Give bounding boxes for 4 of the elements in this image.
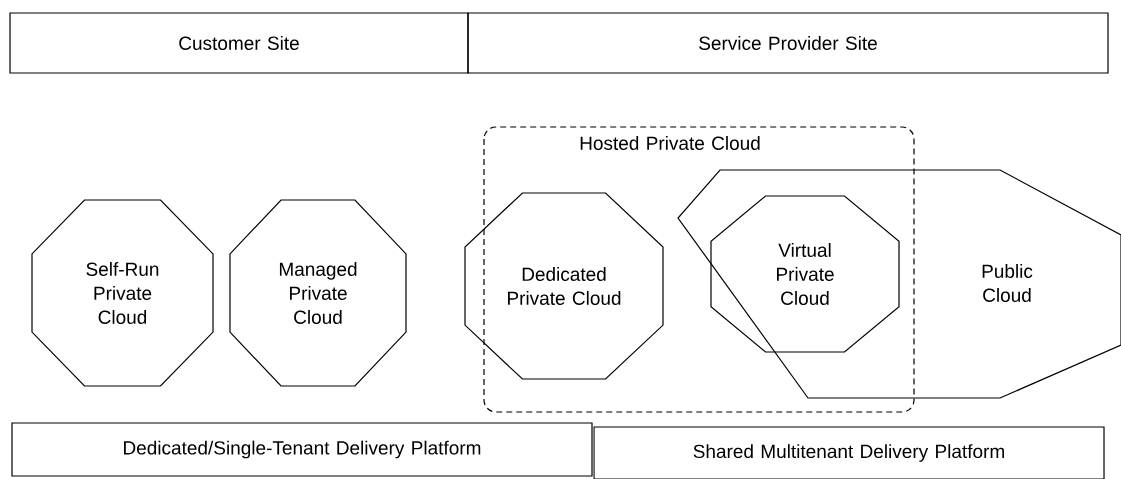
label-box: Dedicated/Single-Tenant Delivery Platform — [11, 422, 593, 477]
label-box: Customer Site — [9, 12, 469, 74]
label-box: Shared Multitenant Delivery Platform — [593, 426, 1105, 479]
label-box: Service Provider Site — [467, 12, 1109, 74]
